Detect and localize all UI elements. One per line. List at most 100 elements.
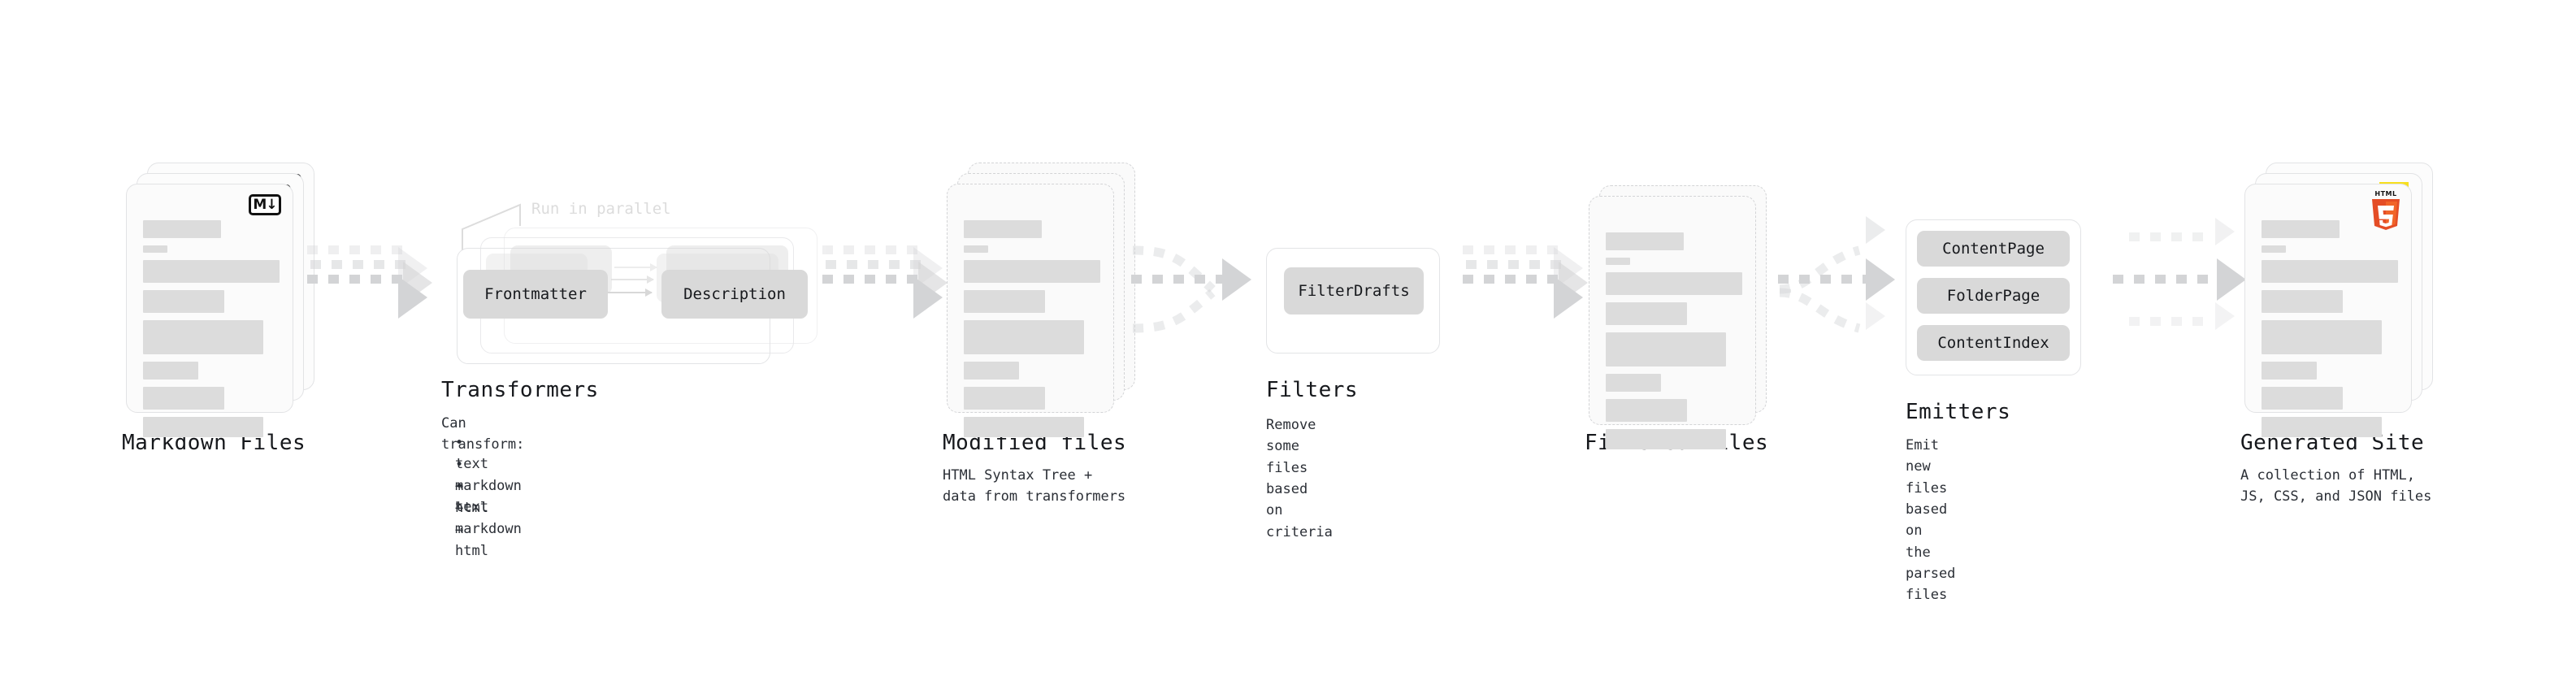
filtered-card-front <box>1589 196 1756 449</box>
arrow-dotted-line <box>2129 317 2218 326</box>
skeleton-bar <box>1606 374 1661 392</box>
skeleton-bar <box>1606 272 1742 295</box>
desc-transformers-bullet: • html → html <box>455 479 488 560</box>
skeleton-bar <box>2262 320 2382 354</box>
skeleton-bar <box>1606 232 1684 250</box>
arrow-dotted-line <box>1466 260 1563 269</box>
arrow-head-icon <box>398 276 427 319</box>
markdown-badge-front: M↓ <box>249 194 281 215</box>
skeleton-bar <box>964 362 1019 380</box>
skeleton-bar <box>143 362 198 380</box>
arrow-dotted-line <box>1131 275 1230 284</box>
arrow-head-icon <box>1554 276 1583 319</box>
arrow-head-icon <box>1866 216 1885 244</box>
html5-badge-label: HTML <box>2374 190 2397 197</box>
arrow-curve <box>1132 288 1216 333</box>
modified-card-front <box>947 184 1114 437</box>
markdown-skeleton <box>143 220 280 445</box>
skeleton-bar <box>2262 290 2343 313</box>
filter-chip-filterdrafts[interactable]: FilterDrafts <box>1284 267 1424 314</box>
arrow-dotted-line <box>1463 275 1562 284</box>
skeleton-bar <box>1606 332 1726 367</box>
skeleton-bar <box>964 290 1045 313</box>
skeleton-bar <box>143 417 263 437</box>
transformer-chip-description[interactable]: Description <box>661 270 808 319</box>
arrow-dotted-line <box>2129 232 2218 241</box>
skeleton-bar <box>143 320 263 354</box>
arrow-head-icon <box>1222 258 1251 301</box>
arrow-head-icon <box>1866 302 1885 330</box>
skeleton-bar <box>143 260 280 283</box>
desc-generated-site: A collection of HTML, JS, CSS, and JSON … <box>2240 467 2432 505</box>
label-filters: Filters <box>1266 378 1359 402</box>
skeleton-bar <box>964 417 1084 437</box>
arrow-head-icon <box>1866 258 1895 301</box>
transformer-inner-arrow <box>606 288 653 297</box>
arrow-dotted-line <box>1463 245 1560 254</box>
desc-modified-files: HTML Syntax Tree + data from transformer… <box>943 467 1126 505</box>
arrow-dotted-line <box>1778 275 1874 284</box>
markdown-badge-icon: M↓ <box>249 194 281 215</box>
site-skeleton <box>2262 220 2398 445</box>
emitter-chip-contentpage[interactable]: ContentPage <box>1917 231 2070 267</box>
arrow-dotted-line <box>307 275 406 284</box>
arrow-dotted-line <box>2113 275 2223 284</box>
stage-generated-site: CSS HTML <box>2240 163 2433 505</box>
transformer-chip-frontmatter[interactable]: Frontmatter <box>463 270 608 319</box>
desc-transformers-bullet: • text → text <box>455 435 488 516</box>
arrow-head-icon <box>2215 218 2235 245</box>
skeleton-bar <box>2262 417 2382 437</box>
desc-transformers-head: Can transform: <box>441 415 525 453</box>
skeleton-bar <box>964 220 1042 238</box>
skeleton-bar <box>143 387 224 410</box>
skeleton-bar <box>964 320 1084 354</box>
skeleton-bar <box>1606 429 1726 449</box>
transformer-inner-arrow <box>614 263 657 271</box>
stage-markdown-files: M↓ M↓ M↓ Markdown Files <box>122 163 314 455</box>
emitter-chip-contentindex[interactable]: ContentIndex <box>1917 325 2070 361</box>
filtered-card-stack <box>1589 175 1777 449</box>
transformer-inner-arrow <box>611 275 654 284</box>
skeleton-bar <box>1606 399 1687 422</box>
label-emitters: Emitters <box>1906 400 2011 424</box>
stage-modified-files: Modified files HTML Syntax Tree + data f… <box>943 163 1135 505</box>
parallel-bracket-icon <box>462 203 521 250</box>
arrow-dotted-line <box>307 245 405 254</box>
skeleton-bar <box>964 245 988 253</box>
site-card-stack: CSS HTML <box>2244 163 2433 437</box>
arrow-head-icon <box>913 276 943 319</box>
skeleton-bar <box>2262 387 2343 410</box>
arrow-head-icon <box>2217 258 2246 301</box>
skeleton-bar <box>964 260 1100 283</box>
arrow-curve <box>1132 245 1216 293</box>
arrow-curve <box>1779 288 1861 333</box>
skeleton-bar <box>964 387 1045 410</box>
html5-icon: HTML <box>2370 190 2401 230</box>
markdown-card-front: M↓ <box>126 184 293 437</box>
label-run-in-parallel: Run in parallel <box>531 200 671 218</box>
filtered-skeleton <box>1606 232 1742 457</box>
desc-emitters: Emit new files based on the parsed files <box>1906 437 1956 604</box>
skeleton-bar <box>2262 260 2398 283</box>
site-card-html: HTML <box>2244 184 2412 437</box>
arrow-dotted-line <box>822 245 920 254</box>
modified-skeleton <box>964 220 1100 445</box>
stage-filtered-files: Filtered files <box>1585 175 1777 455</box>
arrow-dotted-line <box>826 260 923 269</box>
arrow-dotted-line <box>822 275 922 284</box>
label-transformers: Transformers <box>441 378 599 402</box>
skeleton-bar <box>1606 302 1687 325</box>
skeleton-bar <box>2262 362 2317 380</box>
skeleton-bar <box>143 290 224 313</box>
skeleton-bar <box>143 245 167 253</box>
markdown-card-stack: M↓ M↓ M↓ <box>126 163 314 437</box>
skeleton-bar <box>1606 258 1630 265</box>
emitter-chip-folderpage[interactable]: FolderPage <box>1917 278 2070 314</box>
skeleton-bar <box>143 220 221 238</box>
arrow-dotted-line <box>310 260 408 269</box>
arrow-head-icon <box>2215 302 2235 330</box>
desc-transformers-bullet: • markdown → markdown <box>455 457 522 538</box>
skeleton-bar <box>2262 220 2340 238</box>
desc-filters: Remove some files based on criteria <box>1266 417 1333 540</box>
html5-badge: HTML <box>2370 190 2401 230</box>
